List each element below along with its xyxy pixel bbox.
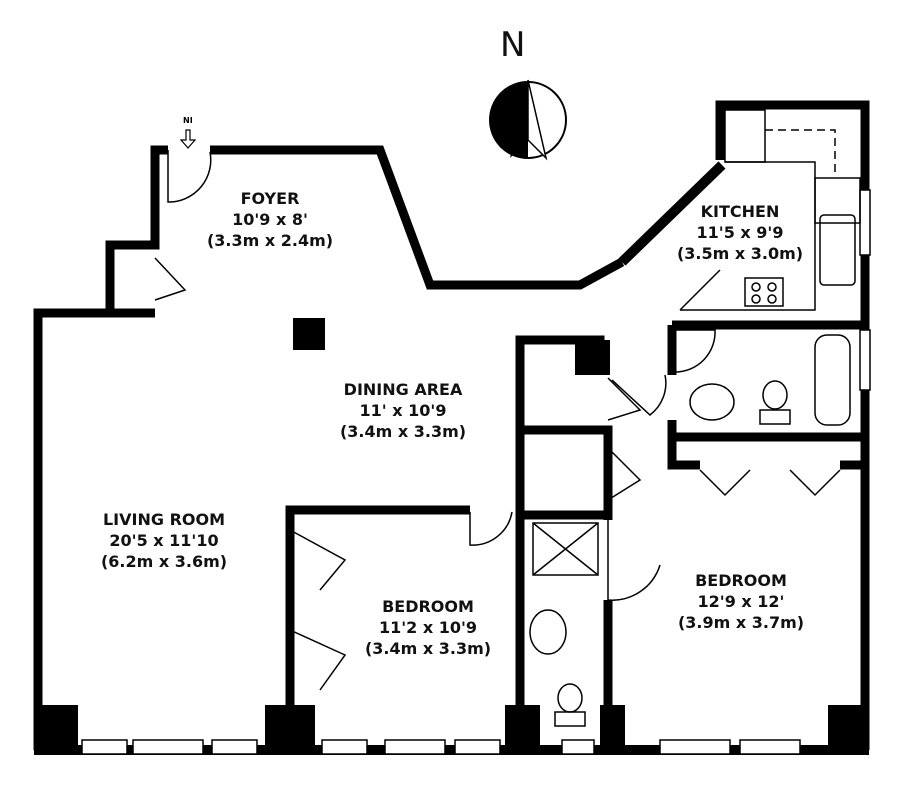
- room-imperial: 12'9 x 12': [697, 592, 785, 611]
- entry-marker: NI: [183, 116, 193, 125]
- room-name: KITCHEN: [700, 202, 780, 221]
- washbasin-icon-2: [529, 609, 567, 655]
- closet-partition: [520, 425, 613, 520]
- living-outer-wall: [33, 308, 155, 750]
- compass-icon: [489, 79, 567, 161]
- bottom-wall-windows: [34, 189, 871, 755]
- room-metric: (3.3m x 2.4m): [206, 231, 334, 250]
- kitchen-outer-wall: [715, 100, 870, 750]
- room-imperial: 11'2 x 10'9: [378, 618, 478, 637]
- doors: [154, 150, 841, 691]
- bathtub-icon: [814, 334, 851, 426]
- foyer-wall: [210, 145, 625, 290]
- room-label-dining: DINING AREA 11' x 10'9 (3.4m x 3.3m): [340, 379, 466, 442]
- bath-wall-lower: [667, 420, 700, 470]
- room-name: LIVING ROOM: [102, 510, 226, 529]
- room-label-kitchen: KITCHEN 11'5 x 9'9 (3.5m x 3.0m): [677, 201, 803, 264]
- room-name: BEDROOM: [382, 597, 474, 616]
- room-imperial: 10'9 x 8': [232, 210, 308, 229]
- room-metric: (3.4m x 3.3m): [364, 639, 492, 658]
- shower-icon: [532, 522, 599, 576]
- room-label-bedroom-1: BEDROOM 11'2 x 10'9 (3.4m x 3.3m): [365, 596, 491, 659]
- toilet-icon-2: [557, 683, 583, 713]
- room-metric: (3.9m x 3.7m): [677, 613, 805, 632]
- fixtures: [529, 109, 861, 727]
- room-label-foyer: FOYER 10'9 x 8' (3.3m x 2.4m): [207, 188, 333, 251]
- stove-icon: [744, 277, 784, 307]
- sink-icon: [819, 214, 856, 286]
- kitchen-diagonal-wall: [618, 161, 726, 266]
- room-imperial: 11' x 10'9: [359, 401, 447, 420]
- toilet-icon: [762, 380, 788, 410]
- room-name: DINING AREA: [343, 380, 463, 399]
- room-metric: (6.2m x 3.6m): [100, 552, 228, 571]
- room-metric: (3.5m x 3.0m): [676, 244, 804, 263]
- room-label-living: LIVING ROOM 20'5 x 11'10 (6.2m x 3.6m): [101, 509, 227, 572]
- room-name: BEDROOM: [695, 571, 787, 590]
- bedroom1-wall: [285, 505, 470, 750]
- column: [293, 318, 325, 350]
- walls: [33, 100, 870, 750]
- room-metric: (3.4m x 3.3m): [339, 422, 467, 441]
- washbasin-icon: [689, 383, 735, 421]
- closet-wall: [105, 145, 168, 313]
- room-name: FOYER: [240, 189, 300, 208]
- compass-north-label: N: [500, 25, 526, 65]
- room-label-bedroom-2: BEDROOM 12'9 x 12' (3.9m x 3.7m): [678, 570, 804, 633]
- room-imperial: 11'5 x 9'9: [696, 223, 784, 242]
- room-imperial: 20'5 x 11'10: [109, 531, 219, 550]
- entry-arrow-icon: [179, 129, 197, 149]
